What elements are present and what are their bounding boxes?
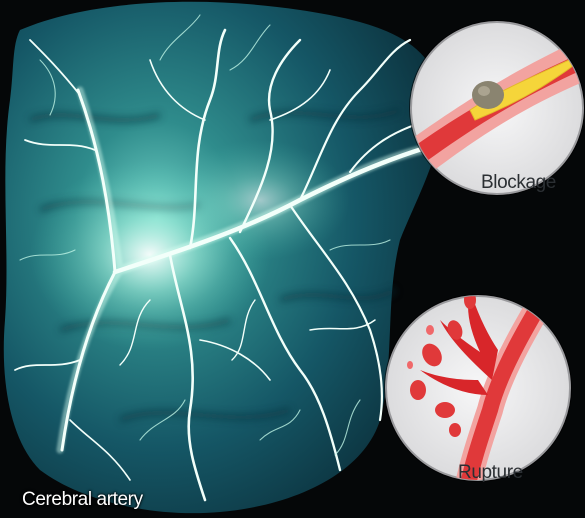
cerebral-artery-illustration bbox=[0, 0, 585, 518]
